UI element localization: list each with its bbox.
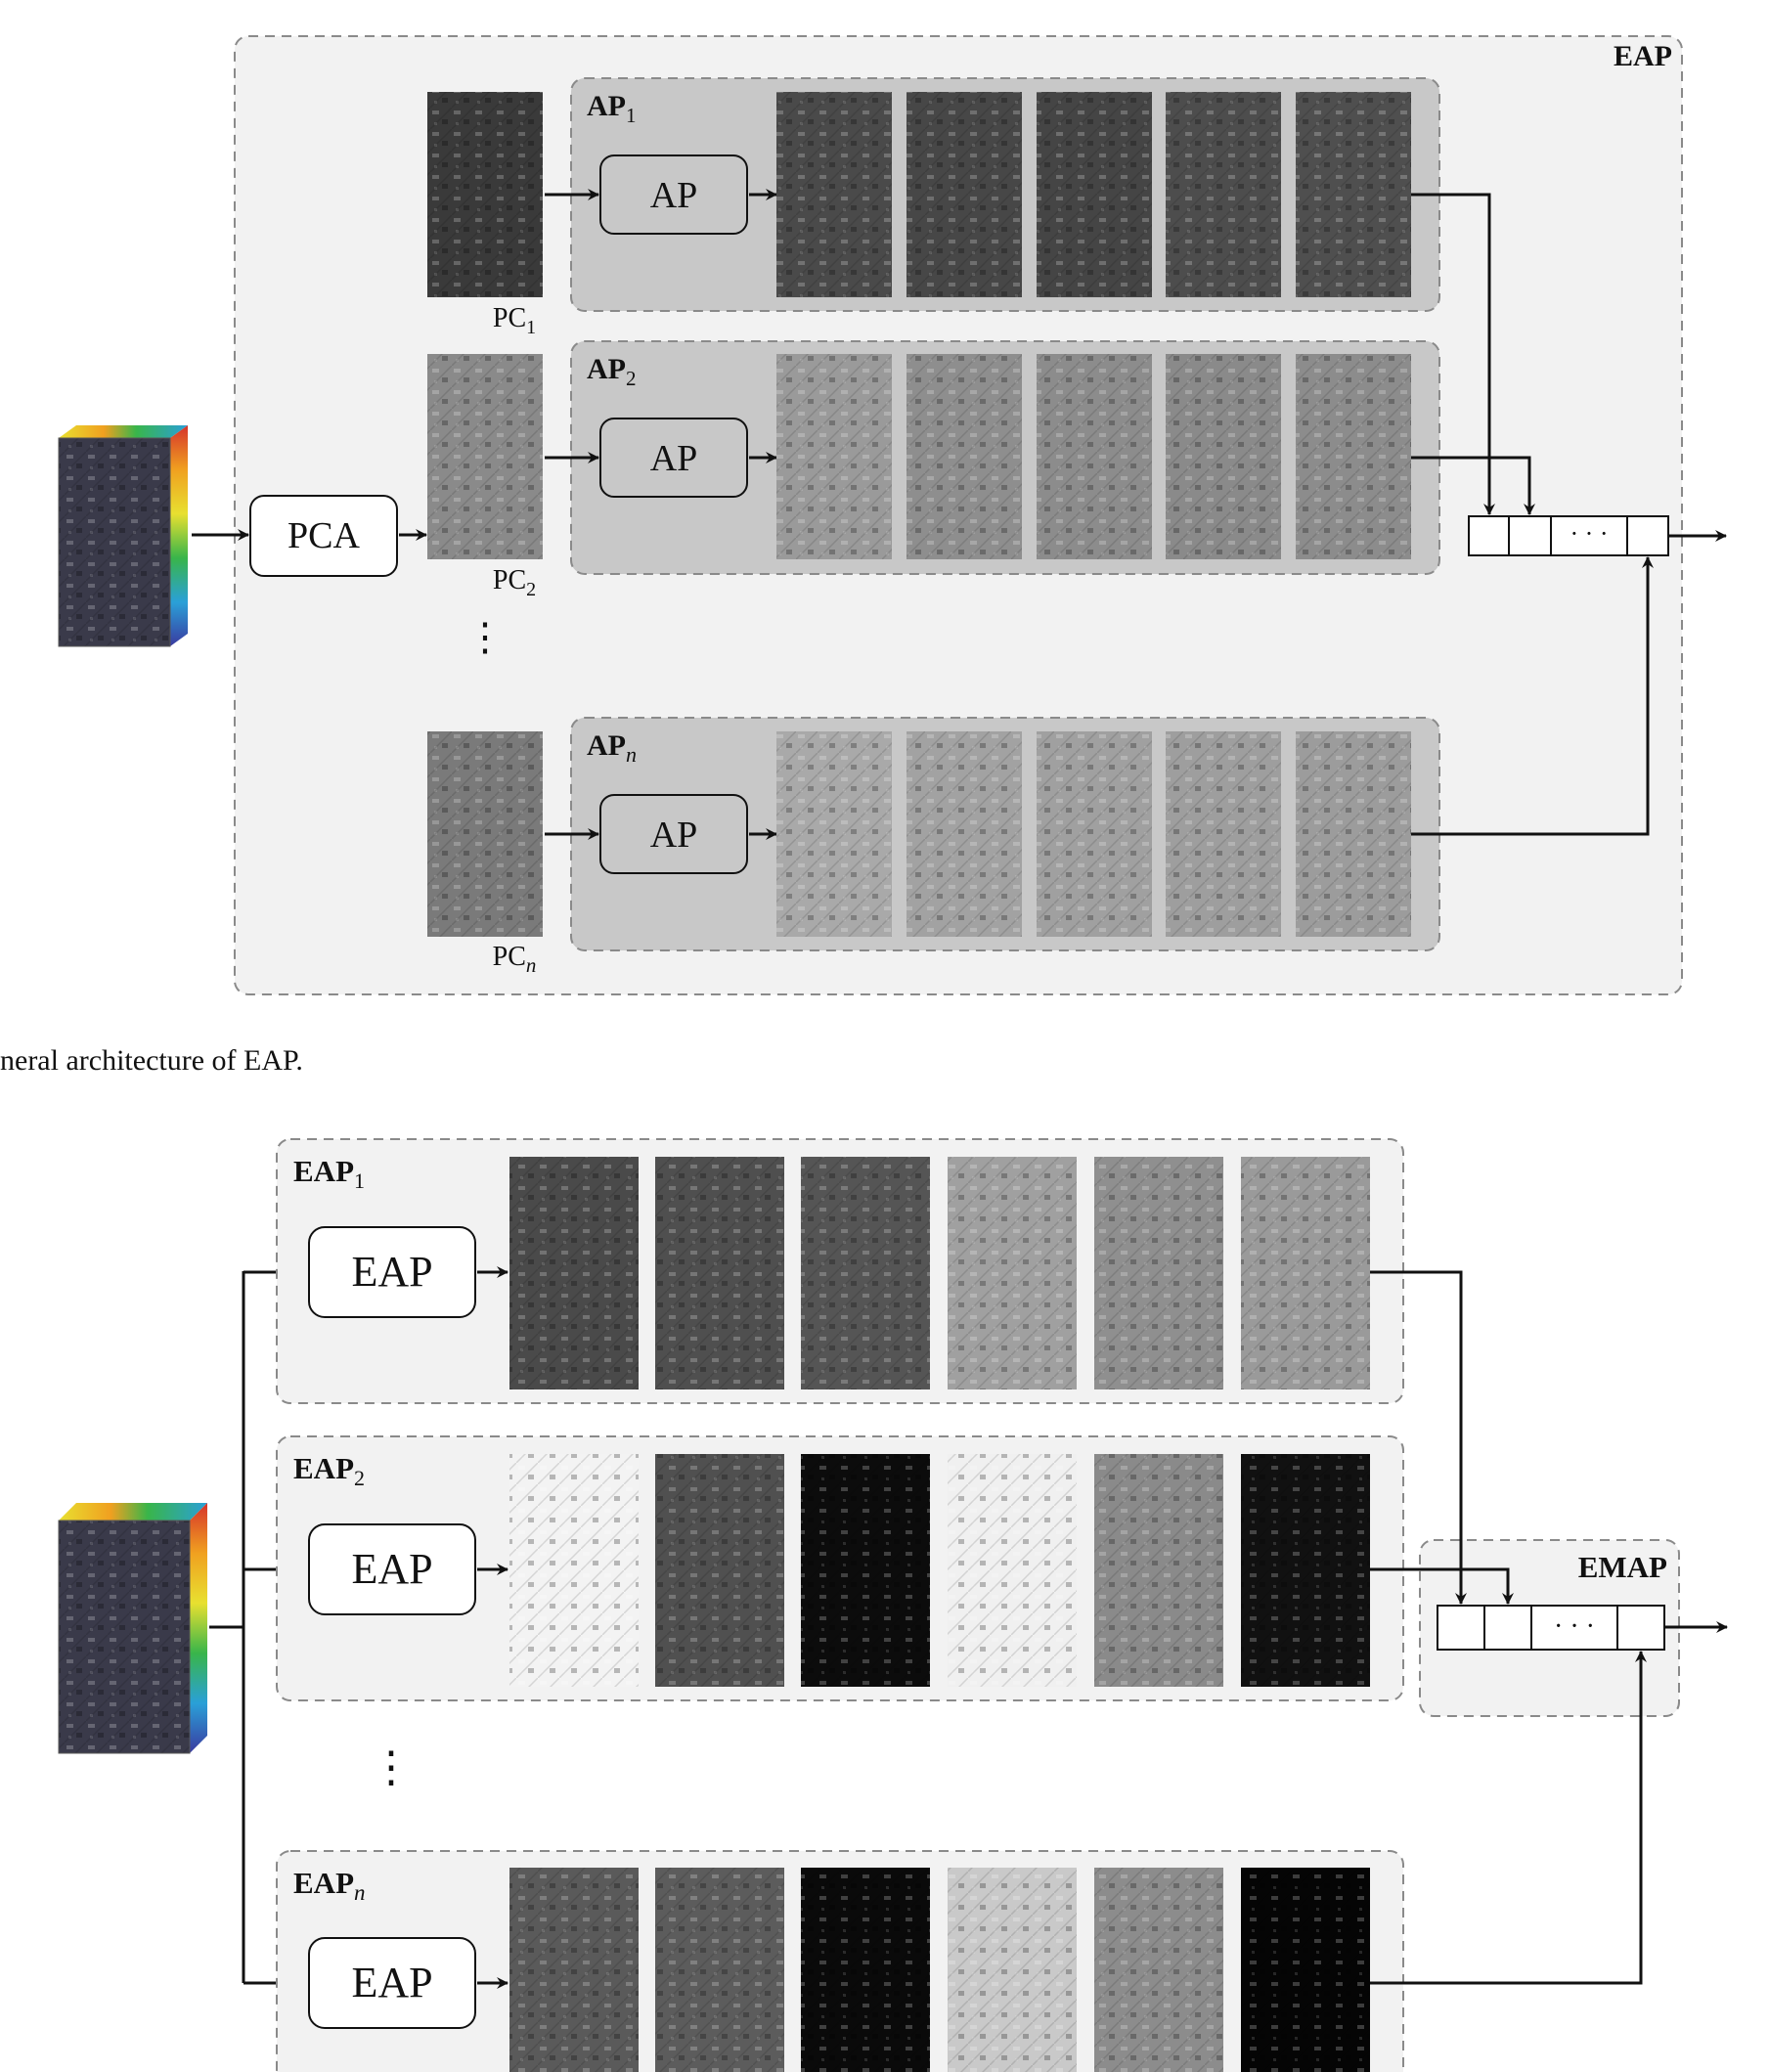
thumbnail-texture [1166, 731, 1281, 937]
thumbnail-texture [948, 1157, 1077, 1389]
thumbnail-texture [1296, 731, 1411, 937]
thumbnail-texture [655, 1868, 784, 2072]
pc-label: PC2 [493, 565, 536, 600]
thumbnail-texture [907, 92, 1022, 297]
row1-to-vector-connector [1411, 193, 1495, 515]
vector-ellipsis: · · · [1554, 1611, 1595, 1642]
thumbnail-texture [776, 354, 892, 559]
thumbnail-texture [1241, 1157, 1370, 1389]
ap-box [599, 418, 748, 498]
thumbnail-texture [1296, 354, 1411, 559]
eap-row-1: EAP1 EAP [276, 1138, 1404, 1404]
eap-row-2: EAP2 EAP [276, 1435, 1404, 1701]
emap-architecture-figure: EAP1 EAP EAP2 EAP [58, 1138, 1728, 2072]
pca-label: PCA [287, 515, 360, 556]
eap-box [308, 1937, 476, 2029]
thumbnail-texture [907, 731, 1022, 937]
eap1-to-emap-connector [1370, 1270, 1467, 1605]
thumbnail-texture [655, 1454, 784, 1687]
profile-thumbnails [776, 92, 1411, 297]
eap-thumbnails [509, 1157, 1370, 1389]
thumbnail-texture [655, 1157, 784, 1389]
thumbnail-texture [1094, 1868, 1223, 2072]
ap-box [599, 794, 748, 874]
thumbnail-texture [1037, 354, 1152, 559]
thumbnail-texture [1094, 1157, 1223, 1389]
profile-thumbnails [776, 731, 1411, 937]
ap-box-label: AP [650, 175, 698, 216]
vector-ellipsis: · · · [1570, 519, 1609, 548]
thumbnail-texture [509, 1868, 639, 2072]
ap-box-label: AP [650, 815, 698, 856]
hyperspectral-cube-top [58, 425, 188, 647]
thumbnail-texture [801, 1868, 930, 2072]
ap-row-2: AP2 PC2 AP [427, 340, 1440, 600]
eap2-to-emap-connector [1370, 1567, 1514, 1605]
ap-panel-title: APn [587, 729, 637, 767]
pc-label: PC1 [493, 303, 536, 338]
eap-thumbnails [509, 1868, 1370, 2072]
thumbnail-texture [427, 731, 543, 937]
thumbnail-texture [1166, 92, 1281, 297]
eap-row-n: EAPn EAP [276, 1850, 1404, 2072]
pc-label: PCn [493, 942, 537, 977]
eap-box [308, 1226, 476, 1318]
eap-panel-title: EAP1 [293, 1154, 365, 1193]
thumbnail-texture [509, 1157, 639, 1389]
thumbnail-texture [1094, 1454, 1223, 1687]
ap-box-label: AP [650, 438, 698, 479]
eap-architecture-figure: EAP PCA AP1 PC1 AP [58, 35, 1727, 995]
thumbnail-texture [1241, 1868, 1370, 2072]
eap-panel-title: EAP [1614, 40, 1672, 72]
thumbnail-texture [1296, 92, 1411, 297]
rown-to-vector-connector [1411, 556, 1654, 836]
thumbnail-texture [1241, 1454, 1370, 1687]
thumbnail-texture [907, 354, 1022, 559]
emap-title: EMAP [1578, 1550, 1667, 1584]
thumbnail-texture [948, 1868, 1077, 2072]
thumbnail-texture [776, 731, 892, 937]
hyperspectral-cube-bottom [58, 1503, 207, 1754]
emap-block: EMAP · · · [1419, 1539, 1680, 1717]
eap-panel-title: EAP2 [293, 1451, 365, 1490]
thumbnail-texture [776, 92, 892, 297]
vertical-ellipsis: ⋮ [370, 1743, 413, 1791]
thumbnail-texture [427, 92, 543, 297]
eap-box-label: EAP [351, 1248, 432, 1296]
profile-thumbnails [776, 354, 1411, 559]
thumbnail-texture [1037, 92, 1152, 297]
row2-to-vector-connector [1411, 456, 1535, 515]
eap-box-label: EAP [351, 1959, 432, 2006]
ap-panel-title: AP1 [587, 90, 637, 127]
eap-box [308, 1523, 476, 1615]
thumbnail-texture [427, 354, 543, 559]
thumbnail-texture [509, 1454, 639, 1687]
thumbnail-texture [948, 1454, 1077, 1687]
eap-panel-title: EAPn [293, 1866, 366, 1905]
eapn-to-emap-connector [1370, 1651, 1647, 1985]
thumbnail-texture [1037, 731, 1152, 937]
ap-row-1: AP1 PC1 AP [427, 77, 1440, 338]
pca-box [249, 495, 398, 577]
thumbnail-texture [801, 1454, 930, 1687]
ap-box [599, 154, 748, 235]
stacked-feature-vector-top: · · · [1468, 515, 1669, 556]
thumbnail-texture [801, 1157, 930, 1389]
figure-caption: neral architecture of EAP. [0, 1044, 303, 1077]
eap-thumbnails [509, 1454, 1370, 1687]
eap-box-label: EAP [351, 1545, 432, 1593]
thumbnail-texture [1166, 354, 1281, 559]
ap-row-n: APn PCn AP [427, 717, 1440, 977]
vertical-ellipsis: ⋮ [465, 615, 505, 659]
ap-panel-title: AP2 [587, 353, 637, 390]
